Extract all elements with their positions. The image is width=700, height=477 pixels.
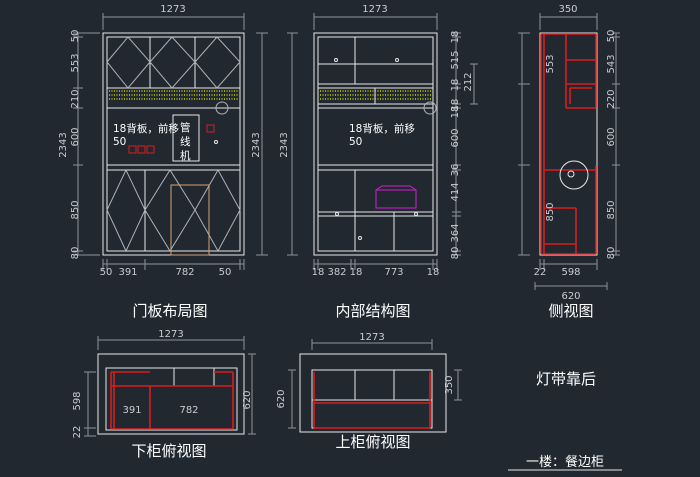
upper-dim-right: 350 (444, 375, 455, 394)
lower-width-label: 1273 (158, 329, 183, 340)
inner-dim-bottom-0: 18 (312, 267, 325, 278)
inner-width-label: 1273 (362, 4, 387, 15)
inner-dim-right-4: 18 (450, 106, 461, 119)
side-dim-total: 620 (561, 291, 580, 302)
inner-height-label: 2343 (279, 132, 290, 157)
inner-dim-right-8: 364 (450, 223, 461, 242)
door-dim-left-1: 553 (70, 53, 81, 72)
upper-top-view (299, 353, 447, 433)
door-detail-outline (170, 184, 210, 256)
pipe-label-1: 管 (180, 121, 191, 134)
side-dim-right-1: 543 (606, 54, 617, 73)
door-dim-bottom-0: 50 (100, 267, 113, 278)
door-height-right-label: 2343 (251, 132, 262, 157)
lower-dim-left-1: 22 (72, 426, 83, 439)
side-dim-right-4: 850 (606, 200, 617, 219)
inner-dim-right-6: 36 (450, 164, 461, 177)
inner-dim-right-9: 80 (450, 247, 461, 260)
side-view (539, 32, 598, 256)
appliance-outline (375, 185, 417, 209)
door-width-label: 1273 (160, 4, 185, 15)
side-dim-left-1: 850 (545, 202, 556, 221)
side-dim-left-0: 553 (545, 54, 556, 73)
door-dim-left-0: 50 (70, 30, 81, 43)
lower-dim-782: 782 (179, 405, 198, 416)
door-dim-bottom-2: 782 (175, 267, 194, 278)
inner-dim-right-3: 18 (450, 99, 461, 112)
side-dim-right-3: 600 (606, 127, 617, 146)
door-height-label: 2343 (58, 132, 69, 157)
inner-dim-right-2: 18 (450, 79, 461, 92)
title-block-label: 一楼：餐边柜 (526, 454, 604, 470)
inner-backboard-note: 18背板，前移 (349, 122, 415, 135)
inner-dim-right-5: 600 (450, 128, 461, 147)
lower-top-view-caption: 下柜俯视图 (131, 442, 206, 460)
lower-dim-391: 391 (122, 405, 141, 416)
side-dim-right-2: 220 (606, 89, 617, 108)
inner-dim-bottom-4: 18 (427, 267, 440, 278)
door-layout-caption: 门板布局图 (132, 302, 207, 320)
inner-dim-bottom-3: 773 (384, 267, 403, 278)
lower-dim-right: 620 (242, 390, 253, 409)
led-strip (109, 90, 238, 100)
door-dim-left-4: 850 (70, 200, 81, 219)
side-view-caption: 侧视图 (548, 302, 593, 320)
side-dim-right-5: 80 (606, 247, 617, 260)
inner-dim-right-0: 18 (450, 31, 461, 44)
door-backboard-note-2: 50 (113, 136, 126, 148)
inner-dim-212: 212 (463, 72, 474, 91)
door-dim-bottom-3: 50 (219, 267, 232, 278)
upper-dim-left: 620 (276, 389, 287, 408)
upper-width-label: 1273 (359, 332, 384, 343)
inner-dim-bottom-1: 382 (327, 267, 346, 278)
door-dim-left-2: 210 (70, 89, 81, 108)
pipe-label-2: 线 (180, 135, 191, 148)
pipe-label-3: 机 (180, 149, 191, 162)
side-dim-right-0: 50 (606, 30, 617, 43)
internal-structure-view (313, 32, 438, 256)
led-strip-inner (320, 90, 431, 100)
inner-backboard-note-2: 50 (349, 136, 362, 148)
side-dim-bottom-0: 22 (534, 267, 547, 278)
door-backboard-note: 18背板，前移 (113, 122, 179, 135)
inner-dim-bottom-2: 18 (350, 267, 363, 278)
socket-icons (128, 124, 215, 154)
inner-dim-right-7: 414 (450, 182, 461, 201)
side-dim-bottom-1: 598 (561, 267, 580, 278)
upper-top-view-caption: 上柜俯视图 (335, 433, 410, 451)
door-dim-left-5: 80 (70, 247, 81, 260)
side-depth-label: 350 (558, 4, 577, 15)
inner-dim-right-1: 515 (450, 50, 461, 69)
door-dim-left-3: 600 (70, 127, 81, 146)
lower-top-view (97, 353, 245, 435)
lower-dim-left-0: 598 (72, 391, 83, 410)
internal-structure-caption: 内部结构图 (335, 302, 410, 320)
door-dim-bottom-1: 391 (118, 267, 137, 278)
light-note: 灯带靠后 (536, 370, 596, 388)
